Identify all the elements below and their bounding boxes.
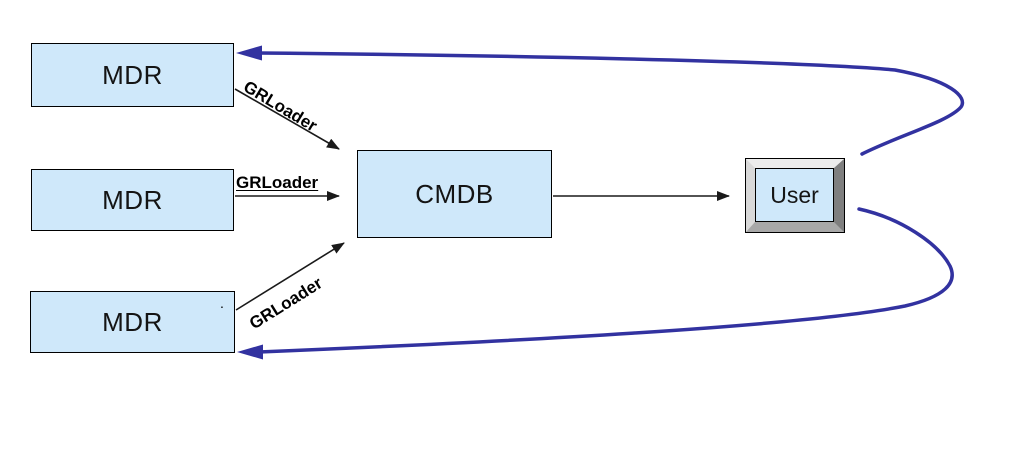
node-cmdb: CMDB: [357, 150, 552, 238]
arrowhead-user-to-mdr-top: [236, 45, 262, 61]
arrowhead-user-to-mdr-bottom: [237, 344, 263, 360]
node-mdr-middle-label: MDR: [102, 184, 163, 215]
edge-user-to-mdr-bottom: [257, 207, 954, 354]
node-cmdb-label: CMDB: [415, 178, 494, 209]
node-mdr-bottom: MDR: [30, 291, 235, 353]
edge-mdr-top-to-cmdb: [234, 88, 340, 150]
stray-dot: .: [220, 295, 224, 311]
node-mdr-bottom-label: MDR: [102, 306, 163, 337]
user-inner-panel: User: [755, 168, 834, 222]
edge-user-to-mdr-top: [256, 51, 965, 156]
user-bevel-frame: User: [746, 159, 844, 232]
node-mdr-middle: MDR: [31, 169, 234, 231]
node-mdr-top: MDR: [31, 43, 234, 107]
edge-mdr-bottom-to-cmdb: [235, 242, 345, 311]
edge-label-grloader-middle: GRLoader: [236, 173, 319, 192]
node-user: User: [745, 158, 845, 233]
node-mdr-top-label: MDR: [102, 59, 163, 90]
node-user-label: User: [770, 181, 819, 208]
